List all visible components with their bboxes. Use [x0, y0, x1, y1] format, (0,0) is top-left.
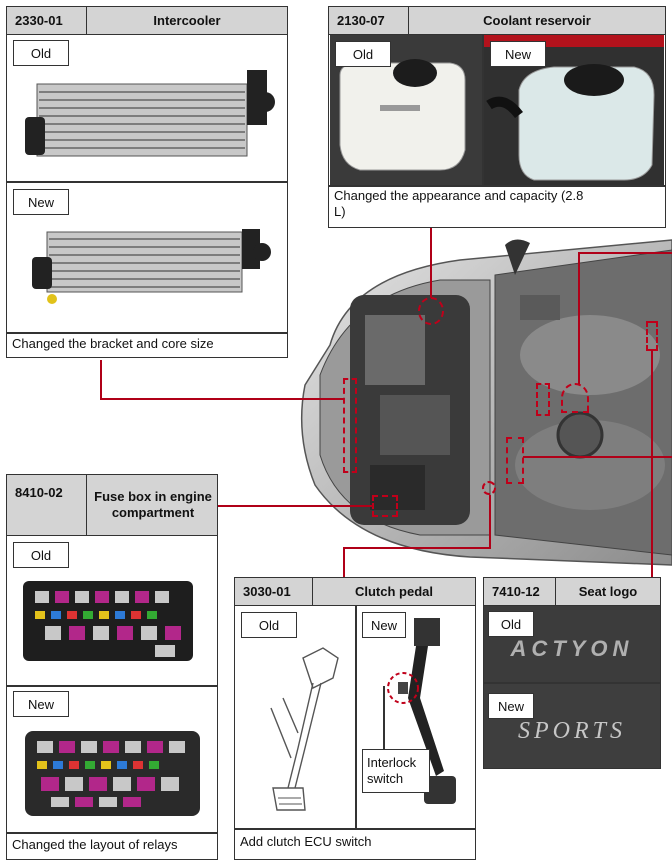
- coolant-divider-2: [329, 185, 665, 187]
- clutch-divider-v: [355, 605, 357, 828]
- clutch-new-image: [387, 618, 456, 804]
- fusebox-header: 8410-02 Fuse box in engine compartment: [7, 475, 217, 536]
- coolant-header: 2130-07 Coolant reservoir: [329, 7, 665, 35]
- leader-seat-v: [651, 350, 653, 578]
- hotspot-console[interactable]: [536, 383, 550, 416]
- fusebox-new-image: [25, 731, 200, 816]
- old-label: Old: [13, 40, 69, 66]
- interlock-callout: Interlock switch: [362, 749, 430, 793]
- hotspot-coolant[interactable]: [418, 297, 444, 325]
- clutch-old-image: [270, 647, 339, 811]
- part-code: 2330-01: [7, 7, 87, 34]
- hotspot-fusebox[interactable]: [372, 495, 398, 517]
- coolant-panel: 2130-07 Coolant reservoir Old New Change…: [328, 6, 666, 228]
- leader-clutch-h: [343, 547, 491, 549]
- coolant-divider: [482, 34, 484, 186]
- leader-pedal-h: [523, 456, 672, 458]
- leader-fusebox-h: [218, 505, 373, 507]
- hotspot-seat[interactable]: [646, 321, 658, 351]
- part-code: 2130-07: [329, 7, 409, 34]
- hotspot-intercooler[interactable]: [343, 378, 357, 473]
- leader-clutch-v2: [489, 495, 491, 549]
- part-title: Intercooler: [153, 12, 221, 28]
- seatlogo-header: 7410-12 Seat logo: [484, 578, 660, 606]
- change-note: Changed the appearance and capacity (2.8…: [334, 188, 584, 219]
- part-code: 7410-12: [484, 578, 556, 605]
- seatlogo-old-image: ACTYON: [484, 606, 660, 682]
- old-label: Old: [335, 41, 391, 67]
- intercooler-old-image: [25, 70, 275, 157]
- old-logo-text: ACTYON: [510, 636, 634, 661]
- change-note: Changed the layout of relays: [12, 837, 178, 852]
- leader-intercooler-h: [100, 398, 344, 400]
- new-label: New: [488, 693, 534, 719]
- leader-intercooler-v: [100, 360, 102, 400]
- part-title: Fuse box in engine compartment: [94, 489, 212, 520]
- hotspot-clutch[interactable]: [482, 481, 496, 495]
- part-title: Seat logo: [578, 583, 638, 599]
- new-label: New: [490, 41, 546, 67]
- new-label: New: [362, 612, 406, 638]
- leader-gear-v: [578, 252, 580, 384]
- intercooler-panel: 2330-01 Intercooler Old New Changed the …: [6, 6, 288, 358]
- intercooler-new-image: [32, 229, 271, 304]
- change-note: Changed the bracket and core size: [12, 336, 214, 351]
- intercooler-divider: [7, 181, 287, 183]
- fusebox-old-image: [23, 581, 193, 661]
- seatlogo-divider: [484, 682, 660, 684]
- hotspot-pedal-area[interactable]: [506, 437, 524, 484]
- clutch-divider-2: [235, 828, 475, 830]
- clutch-panel: 3030-01 Clutch pedal Old New Interlock s…: [234, 577, 476, 860]
- seatlogo-panel: 7410-12 Seat logo ACTYON Old SPORTS New: [483, 577, 661, 769]
- leader-gear-h: [578, 252, 672, 254]
- old-label: Old: [241, 612, 297, 638]
- fusebox-divider: [7, 685, 217, 687]
- intercooler-header: 2330-01 Intercooler: [7, 7, 287, 35]
- part-code: 3030-01: [235, 578, 313, 605]
- hotspot-gear[interactable]: [561, 383, 589, 413]
- change-note: Add clutch ECU switch: [240, 834, 372, 849]
- new-logo-text: SPORTS: [518, 718, 626, 744]
- fusebox-panel: 8410-02 Fuse box in engine compartment O…: [6, 474, 218, 860]
- leader-coolant-v: [430, 228, 432, 298]
- clutch-header: 3030-01 Clutch pedal: [235, 578, 475, 606]
- part-title: Coolant reservoir: [483, 12, 591, 28]
- part-code: 8410-02: [7, 475, 87, 535]
- old-label: Old: [13, 542, 69, 568]
- intercooler-divider-2: [7, 332, 287, 334]
- callout-leader: [383, 686, 385, 750]
- old-label: Old: [488, 611, 534, 637]
- leader-clutch-v1: [343, 547, 345, 577]
- new-label: New: [13, 189, 69, 215]
- fusebox-divider-2: [7, 832, 217, 834]
- new-label: New: [13, 691, 69, 717]
- part-title: Clutch pedal: [354, 583, 433, 599]
